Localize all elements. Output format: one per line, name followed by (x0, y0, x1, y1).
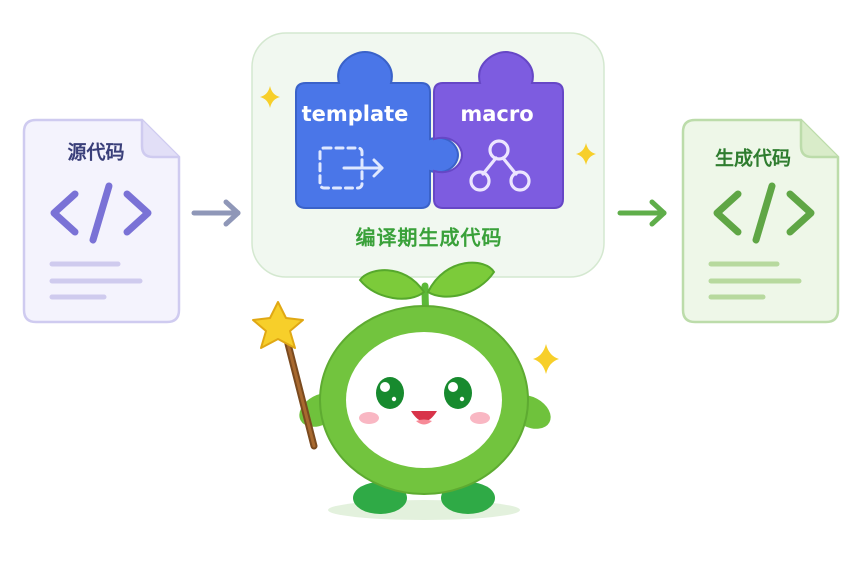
arrow-right-icon (617, 199, 667, 227)
output-document (681, 118, 840, 324)
source-code-label: 源代码 (67, 141, 125, 164)
source-document (22, 118, 181, 324)
sparkle-icon (533, 344, 559, 374)
dashed-box-arrow-icon (318, 146, 384, 190)
template-label: template (301, 102, 409, 126)
sparkle-icon (576, 143, 596, 165)
macro-label: macro (460, 102, 534, 126)
macro-puzzle-piece (433, 50, 564, 209)
sparkle-icon (260, 86, 280, 108)
template-puzzle-piece (295, 50, 460, 209)
code-brackets-icon (50, 182, 152, 244)
text-lines-icon (708, 261, 802, 300)
text-lines-icon (49, 261, 143, 300)
compile-stage-label: 编译期生成代码 (355, 225, 503, 250)
branch-nodes-icon (469, 139, 531, 192)
arrow-right-icon (191, 199, 241, 227)
code-brackets-icon (713, 182, 815, 244)
generated-code-label: 生成代码 (714, 147, 792, 170)
sprout-mascot-with-star-wand-icon (252, 261, 551, 520)
